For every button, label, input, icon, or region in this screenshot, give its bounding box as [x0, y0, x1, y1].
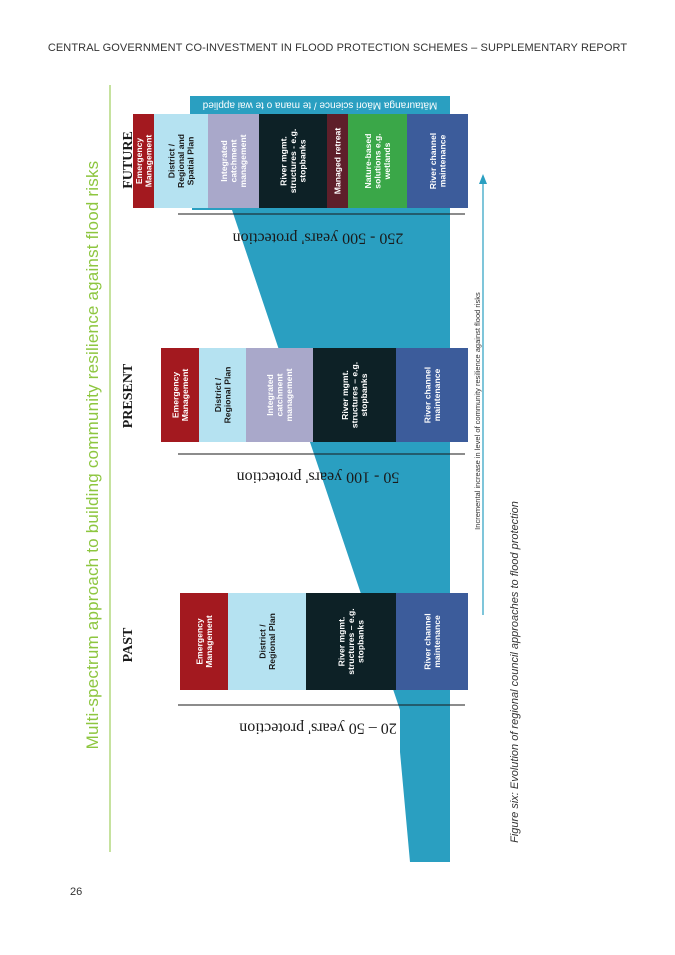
figure-caption: Figure six: Evolution of regional counci… [509, 501, 521, 843]
approach-box-emergency [133, 114, 154, 208]
approach-box-structures [306, 593, 396, 690]
era-label-present: PRESENT [121, 363, 136, 428]
report-header: CENTRAL GOVERNMENT CO-INVESTMENT IN FLOO… [47, 42, 628, 54]
approach-box-plan [228, 593, 306, 690]
resilience-axis-label: Incremental increase in level of communi… [473, 292, 482, 530]
approach-box-catchment [208, 114, 259, 208]
approach-box-channel [396, 348, 468, 442]
approach-box-plan [199, 348, 246, 442]
approach-box-plan [154, 114, 208, 208]
approach-label: River mgmt.structures – e.g.stopbanks [337, 608, 366, 674]
resilience-wedge [192, 97, 450, 862]
approach-label: District /Regional andSpatial Plan [167, 134, 196, 188]
past-approaches: EmergencyManagement District /Regional Pl… [180, 593, 468, 690]
approach-box-structures [313, 348, 396, 442]
approach-label: Integratedcatchmentmanagement [265, 368, 294, 421]
approach-label: EmergencyManagement [134, 135, 154, 188]
approach-label: District /Regional Plan [257, 613, 277, 670]
approach-label: River channelmaintenance [422, 367, 442, 423]
present-approaches: EmergencyManagement District /Regional Pl… [161, 348, 468, 442]
maori-science-banner [190, 96, 450, 114]
approach-label: EmergencyManagement [170, 369, 190, 422]
protection-label-present: 50 - 100 years' protection [237, 468, 400, 485]
approach-box-channel [396, 593, 468, 690]
approach-box-structures [259, 114, 327, 208]
approach-label: River mgmt.structures - e.g.stopbanks [279, 129, 308, 193]
future-approaches: EmergencyManagement District /Regional an… [133, 114, 468, 208]
protection-label-past: 20 – 50 years' protection [239, 719, 397, 736]
era-label-past: PAST [121, 627, 136, 662]
approach-label: Managed retreat [333, 128, 343, 195]
approach-box-nature [348, 114, 407, 208]
approach-box-catchment [246, 348, 313, 442]
era-label-future: FUTURE [121, 131, 136, 189]
approach-label: Integratedcatchmentmanagement [219, 134, 248, 187]
approach-box-emergency [161, 348, 199, 442]
approach-label: District /Regional Plan [213, 367, 233, 424]
protection-label-future: 250 - 500 years' protection [233, 229, 404, 246]
approach-box-retreat [327, 114, 348, 208]
approach-box-emergency [180, 593, 228, 690]
banner-text: Mātauranga Māori science / te mana o te … [203, 99, 438, 110]
arrow-head-icon [479, 174, 487, 184]
approach-label: Nature-basedsolutions e.g.wetlands [363, 133, 392, 188]
page-number: 26 [70, 886, 83, 898]
approach-label: EmergencyManagement [194, 615, 214, 668]
approach-label: River mgmt.structures – e.g.stopbanks [340, 362, 369, 428]
approach-box-channel [407, 114, 468, 208]
approach-label: River channelmaintenance [428, 133, 448, 189]
approach-label: River channelmaintenance [422, 613, 442, 669]
